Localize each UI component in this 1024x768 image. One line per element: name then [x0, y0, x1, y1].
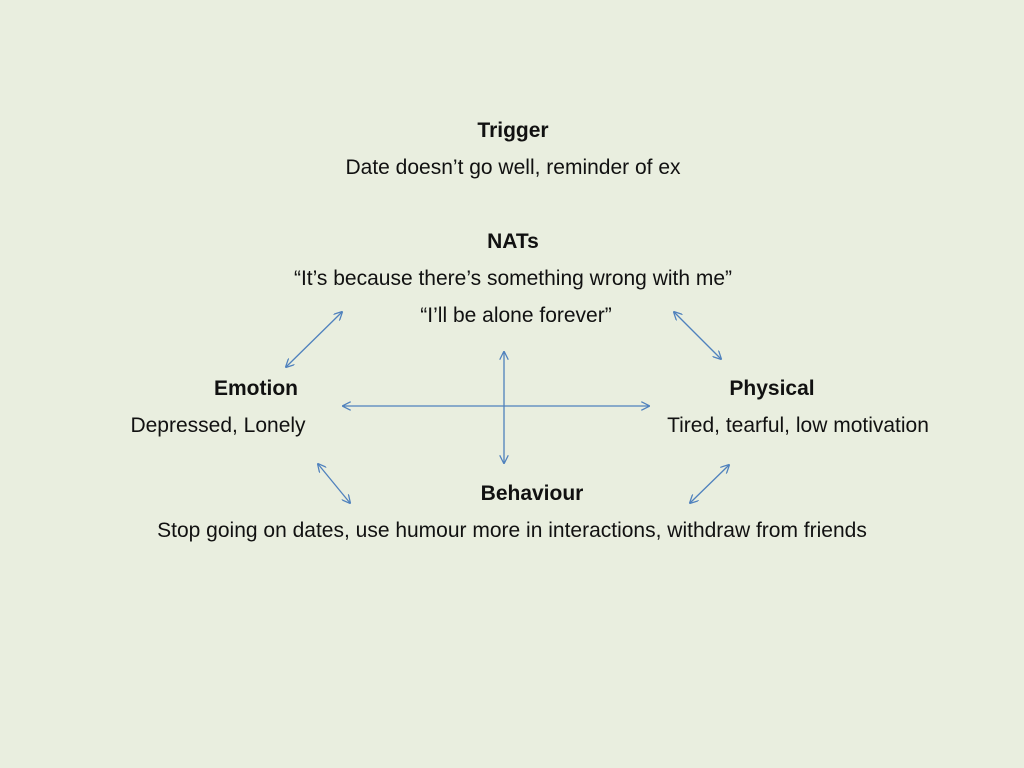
behaviour-text: Stop going on dates, use humour more in … — [157, 519, 867, 542]
arrow-physical-behaviour — [690, 465, 729, 503]
nats-line-2: “I’ll be alone forever” — [420, 304, 612, 327]
nats-line-1: “It’s because there’s something wrong wi… — [293, 267, 733, 290]
emotion-text: Depressed, Lonely — [130, 414, 306, 437]
behaviour-heading: Behaviour — [480, 482, 584, 505]
trigger-heading: Trigger — [477, 119, 549, 142]
trigger-text: Date doesn’t go well, reminder of ex — [345, 156, 681, 179]
emotion-heading: Emotion — [214, 377, 298, 400]
arrow-nats-physical — [674, 312, 721, 359]
nats-heading: NATs — [487, 230, 539, 253]
arrow-emotion-behaviour — [318, 464, 350, 503]
physical-heading: Physical — [729, 377, 815, 400]
arrow-nats-emotion — [286, 312, 342, 367]
physical-text: Tired, tearful, low motivation — [667, 414, 929, 437]
